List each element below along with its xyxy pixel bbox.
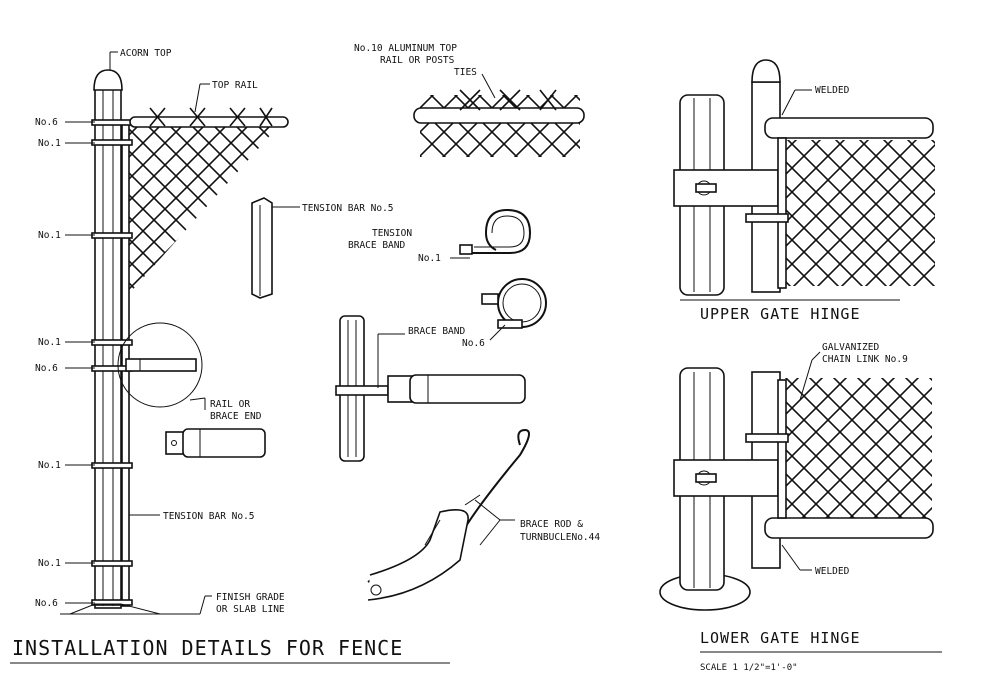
acorn-top — [93, 69, 123, 91]
label-slab-line: OR SLAB LINE — [216, 604, 285, 615]
label-alum-top-1: No.10 ALUMINUM TOP — [354, 43, 457, 54]
label-turnbuckle: TURNBUCLENo.44 — [520, 532, 600, 543]
label-post-no6-b: No.6 — [35, 363, 58, 374]
label-tension-band-1: TENSION — [372, 228, 412, 239]
label-post-no1-c: No.1 — [38, 337, 61, 348]
label-chain-link: CHAIN LINK No.9 — [822, 354, 908, 365]
label-post-no1-b: No.1 — [38, 230, 61, 241]
label-rail-or: RAIL OR — [210, 399, 250, 410]
chain-link-mesh — [128, 122, 282, 295]
upper-gate-hinge-detail — [673, 59, 935, 301]
label-alum-top-3: TIES — [454, 67, 477, 78]
rail-stub — [125, 358, 197, 372]
main-fence-post — [60, 69, 289, 615]
drawing-title: INSTALLATION DETAILS FOR FENCE — [12, 636, 403, 660]
label-tension-bar: TENSION BAR No.5 — [302, 203, 394, 214]
label-alum-top-2: RAIL OR POSTS — [380, 55, 455, 66]
brace-rod-turnbuckle-detail — [367, 428, 530, 601]
label-finish-grade: FINISH GRADE — [216, 592, 285, 603]
label-brace-band-no6: No.6 — [462, 338, 485, 349]
label-top-rail: TOP RAIL — [212, 80, 258, 91]
label-post-no1-d: No.1 — [38, 460, 61, 471]
label-tension-bar-post: TENSION BAR No.5 — [163, 511, 255, 522]
label-brace-end: BRACE END — [210, 411, 262, 422]
rail-brace-end-detail — [165, 428, 266, 458]
label-lower-gate-hinge: LOWER GATE HINGE — [700, 629, 861, 647]
label-welded-lower: WELDED — [815, 566, 850, 577]
label-scale: SCALE 1 1/2"=1'-0" — [700, 663, 798, 673]
label-brace-rod: BRACE ROD & — [520, 519, 583, 530]
label-upper-gate-hinge: UPPER GATE HINGE — [700, 305, 861, 323]
rail-end-callout-circle — [117, 322, 203, 408]
label-tension-band-2: BRACE BAND — [348, 240, 405, 251]
label-post-no6-a: No.6 — [35, 117, 58, 128]
label-galvanized: GALVANIZED — [822, 342, 879, 353]
brace-band-detail — [481, 278, 547, 341]
tension-bar-detail — [251, 197, 300, 299]
label-post-no1-a: No.1 — [38, 138, 61, 149]
top-rail — [129, 116, 289, 128]
tension-brace-band-detail — [450, 208, 532, 259]
aluminum-top-rail-detail — [413, 73, 585, 157]
label-post-no1-e: No.1 — [38, 558, 61, 569]
brace-assembly — [335, 315, 526, 462]
label-post-no6-c: No.6 — [35, 598, 58, 609]
lower-gate-hinge-detail — [659, 351, 934, 611]
label-welded-upper: WELDED — [815, 85, 850, 96]
post-leaders — [65, 51, 212, 615]
label-acorn-top: ACORN TOP — [120, 48, 172, 59]
label-tension-band-3: No.1 — [418, 253, 441, 264]
label-brace-band: BRACE BAND — [408, 326, 465, 337]
